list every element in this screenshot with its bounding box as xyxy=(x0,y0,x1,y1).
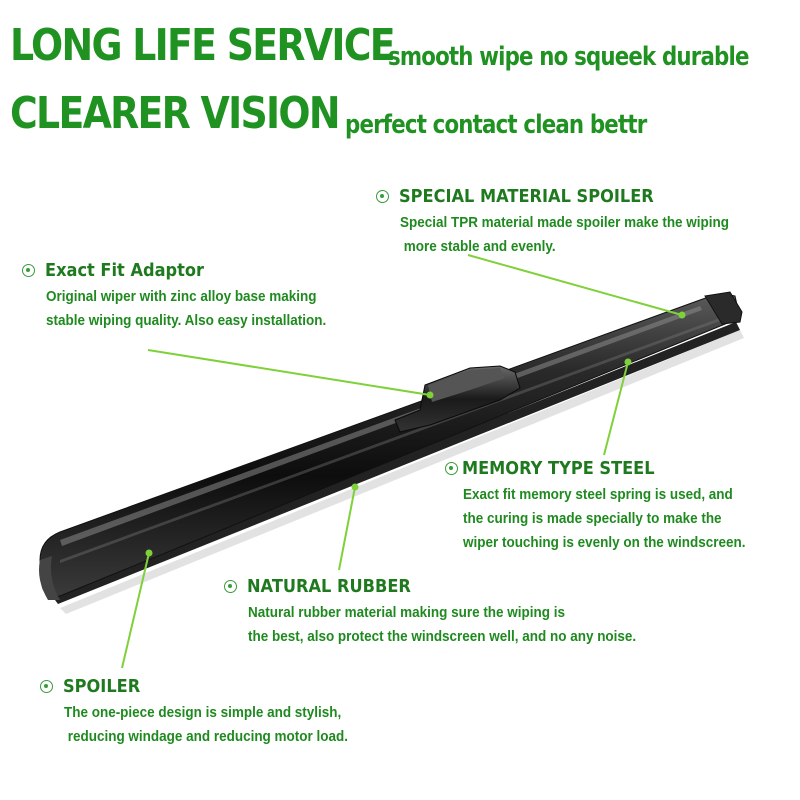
callout-title: NATURAL RUBBER xyxy=(247,576,411,597)
leader-spoiler xyxy=(121,552,150,669)
headline-line-2: CLEARER VISION perfect contact clean bet… xyxy=(10,88,647,140)
headline-clearer-vision: CLEARER VISION xyxy=(10,88,340,139)
blade-shadow xyxy=(60,330,744,614)
callout-title: SPOILER xyxy=(63,676,141,697)
leader-dots xyxy=(145,311,686,557)
headline-line-1: LONG LIFE SERVICE smooth wipe no squeek … xyxy=(10,20,749,72)
callout-special-material-spoiler: SPECIAL MATERIAL SPOILER Special TPR mat… xyxy=(376,186,754,259)
leader-lines xyxy=(121,254,683,669)
headline-tagline-1: smooth wipe no squeek durable xyxy=(388,42,749,72)
blade-highlight xyxy=(60,306,702,546)
callout-description: Natural rubber material making sure the … xyxy=(248,605,637,645)
blade-end-cap-left xyxy=(39,556,60,600)
bullet-icon xyxy=(376,190,389,203)
callout-description: The one-piece design is simple and styli… xyxy=(64,705,348,745)
bullet-icon xyxy=(224,580,237,593)
leader-special-spoiler xyxy=(467,254,683,316)
adaptor-top xyxy=(428,368,505,402)
blade-end-cap-right xyxy=(704,291,743,325)
bullet-icon xyxy=(445,462,458,475)
callout-title: Exact Fit Adaptor xyxy=(45,260,204,281)
callout-description: Original wiper with zinc alloy base maki… xyxy=(46,289,327,329)
callout-spoiler: SPOILER The one-piece design is simple a… xyxy=(40,676,369,749)
leader-memory-steel xyxy=(603,361,629,456)
headline-long-life-service: LONG LIFE SERVICE xyxy=(10,20,396,71)
callout-memory-type-steel: MEMORY TYPE STEEL Exact fit memory steel… xyxy=(445,458,767,555)
callout-title: SPECIAL MATERIAL SPOILER xyxy=(399,186,654,207)
blade-highlight-2 xyxy=(60,318,720,563)
bullet-icon xyxy=(40,680,53,693)
headline-tagline-2: perfect contact clean bettr xyxy=(345,110,647,140)
callout-description: Special TPR material made spoiler make t… xyxy=(400,215,730,255)
callout-title: MEMORY TYPE STEEL xyxy=(462,458,655,479)
rubber-strip xyxy=(52,322,740,604)
leader-adaptor xyxy=(147,349,431,396)
callout-natural-rubber: NATURAL RUBBER Natural rubber material m… xyxy=(224,576,665,649)
bullet-icon xyxy=(22,264,35,277)
callout-description: Exact fit memory steel spring is used, a… xyxy=(463,487,746,551)
callout-exact-fit-adaptor: Exact Fit Adaptor Original wiper with zi… xyxy=(22,260,347,333)
leader-natural-rubber xyxy=(338,486,356,571)
